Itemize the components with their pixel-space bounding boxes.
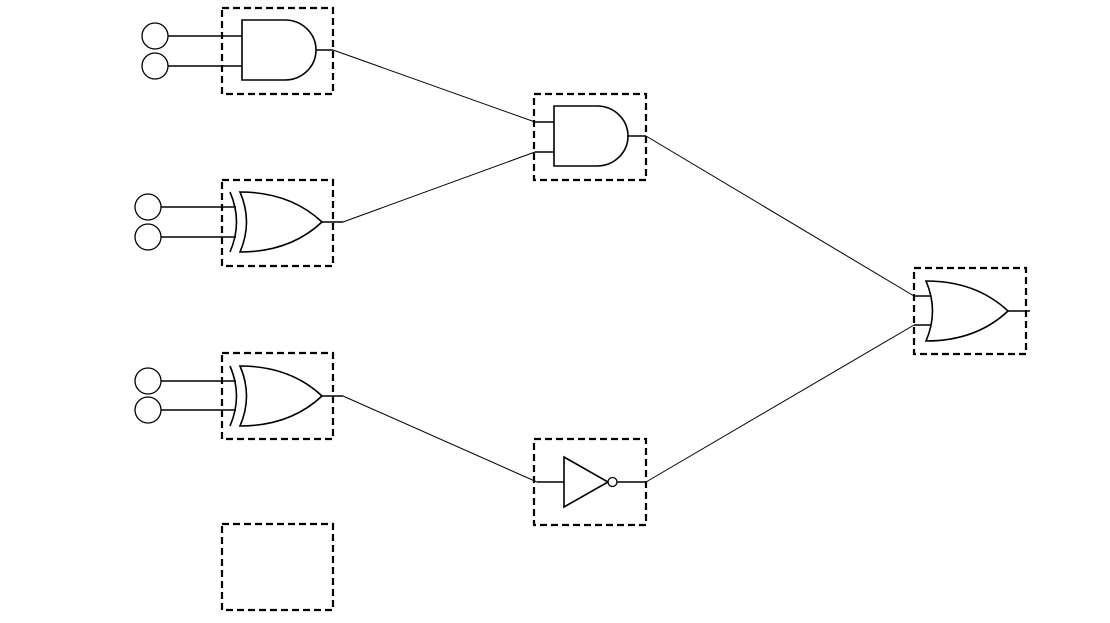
- wires: [332, 49, 915, 483]
- input-terminal-in-2[interactable]: [141, 52, 169, 80]
- wire-g2-to-g4: [342, 151, 536, 223]
- gate-g1-and[interactable]: [168, 6, 335, 96]
- input-terminal-in-4[interactable]: [134, 223, 162, 251]
- gate-g2-xor[interactable]: [161, 178, 343, 268]
- input-terminal-in-6[interactable]: [134, 396, 162, 424]
- xor-gate-icon: [238, 191, 324, 253]
- and-gate-icon: [553, 105, 629, 167]
- xor-gate-icon: [238, 365, 324, 427]
- input-terminal-in-1[interactable]: [141, 22, 169, 50]
- wire-g5-to-g6: [645, 324, 915, 483]
- or-gate-icon: [924, 280, 1010, 342]
- gate-slot-box: [532, 92, 648, 182]
- gate-g4-and[interactable]: [532, 92, 648, 182]
- input-terminals: [134, 22, 169, 424]
- gate-g3-xor[interactable]: [161, 351, 343, 441]
- gate-slot-box: [220, 178, 335, 268]
- input-terminal-in-5[interactable]: [134, 367, 162, 395]
- and-gate-icon: [241, 19, 317, 81]
- xor-extra-arc: [229, 365, 238, 427]
- not-gate-icon: [563, 455, 610, 509]
- inversion-bubble-icon: [607, 476, 618, 488]
- wire-g4-to-g6: [645, 135, 915, 297]
- empty-gate-slot[interactable]: [220, 522, 335, 612]
- gate-slot-box: [220, 6, 335, 96]
- gate-g6-or[interactable]: [912, 266, 1030, 356]
- wire-g1-to-g4: [332, 49, 536, 123]
- input-terminal-in-3[interactable]: [134, 193, 162, 221]
- gate-g5-not[interactable]: [532, 437, 648, 527]
- wire-g3-to-g5: [342, 395, 538, 483]
- xor-extra-arc: [229, 191, 238, 253]
